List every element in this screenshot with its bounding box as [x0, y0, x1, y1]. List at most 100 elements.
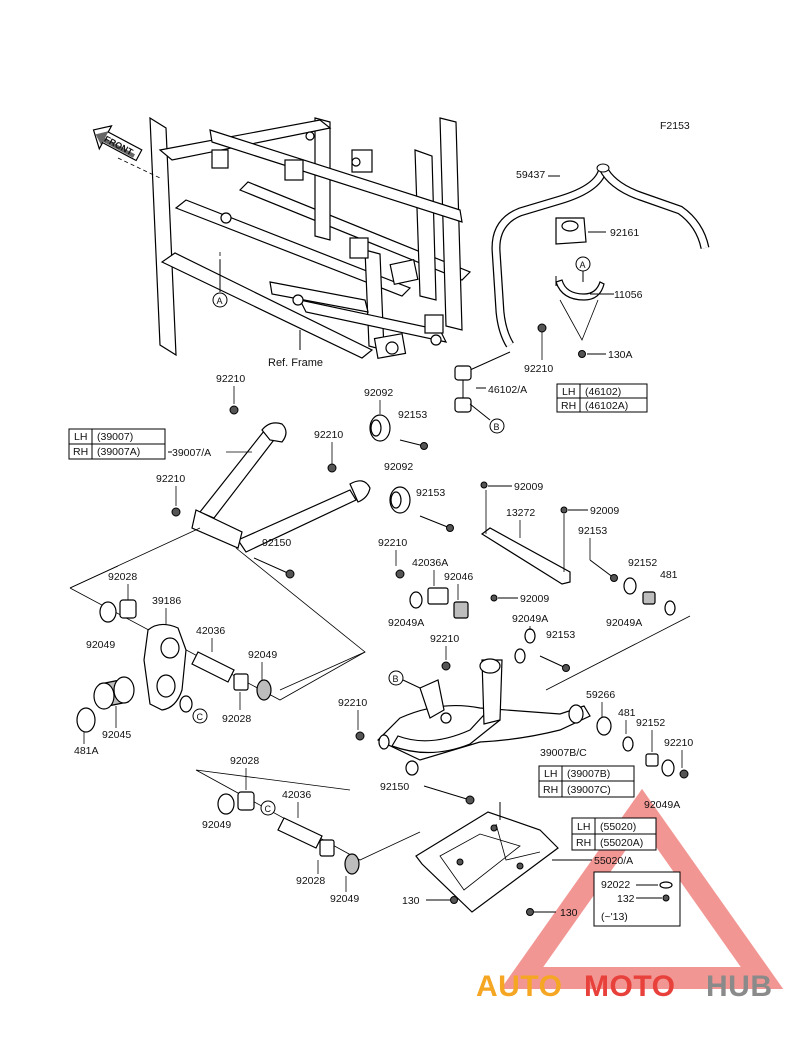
table-46102-rh-label: RH — [561, 400, 576, 412]
part-92045: 92045 — [102, 729, 131, 741]
table-46102-lh-value: (46102) — [585, 386, 621, 398]
knuckle-39186 — [143, 623, 193, 713]
part-55020A: 55020/A — [594, 855, 633, 867]
part-92028-a: 92028 — [108, 571, 137, 583]
part-42036A: 42036A — [412, 557, 448, 569]
table-39007B-lh-label: LH — [544, 768, 557, 780]
part-92153-d: 92153 — [546, 629, 575, 641]
part-92049-c: 92049 — [202, 819, 231, 831]
part-92210-upper-c: 92210 — [314, 429, 343, 441]
table-46102-lh-label: LH — [562, 386, 575, 398]
part-92150-a: 92150 — [262, 537, 291, 549]
part-39186: 39186 — [152, 595, 181, 607]
link-rod-46102 — [454, 351, 511, 421]
part-92049-a: 92049 — [86, 639, 115, 651]
table-39007-lh-value: (39007) — [97, 431, 133, 443]
part-92092-a: 92092 — [364, 387, 393, 399]
callout-b-rod: B — [494, 422, 500, 432]
part-92009-c: 92009 — [520, 593, 549, 605]
table-39007-rh-value: (39007A) — [97, 446, 140, 458]
table-46102: LH (46102) RH (46102A) — [556, 383, 648, 413]
part-92049A-a: 92049A — [606, 617, 642, 629]
upper-a-arm — [191, 422, 371, 553]
callout-b-arm: B — [393, 674, 399, 684]
bearing-92045 — [93, 676, 135, 710]
part-130-b: 130 — [560, 907, 578, 919]
lower-a-arm — [376, 658, 591, 776]
part-92049A-c-upper: 92049A — [512, 613, 548, 625]
part-92153-c: 92153 — [578, 525, 607, 537]
part-92210-mid-f: 92210 — [430, 633, 459, 645]
part-92046: 92046 — [444, 571, 473, 583]
table-39007-rh-label: RH — [73, 446, 88, 458]
part-92049A-b: 92049A — [388, 617, 424, 629]
watermark-part1: AUTO — [476, 970, 562, 1003]
callout-a-bracket: A — [580, 260, 586, 270]
front-arrow-icon: FRONT — [92, 125, 143, 162]
bushing-92092-a — [369, 414, 391, 442]
watermark-part2: MOTO — [584, 970, 675, 1003]
part-92153-b: 92153 — [416, 487, 445, 499]
part-92049-d: 92049 — [330, 893, 359, 905]
part-130-a: 130 — [402, 895, 420, 907]
table-55020-rh-value: (55020A) — [600, 837, 643, 849]
part-92049A-c: 92049A — [644, 799, 680, 811]
bushing-92161 — [555, 217, 587, 245]
part-11056: 11056 — [614, 289, 643, 301]
watermark-part3: HUB — [706, 970, 773, 1003]
bracket-11056 — [555, 276, 605, 301]
part-92092-b: 92092 — [384, 461, 413, 473]
part-59437: 59437 — [516, 169, 545, 181]
part-92152-a: 92152 — [628, 557, 657, 569]
part-130A: 130A — [608, 349, 633, 361]
table-55020-rh-label: RH — [576, 837, 591, 849]
year-note: (~'13) — [601, 911, 628, 923]
inset-box: 92022 132 (~'13) — [593, 871, 681, 927]
figure-code: F2153 — [660, 120, 690, 132]
part-92153-a: 92153 — [398, 409, 427, 421]
ref-frame-label: Ref. Frame — [268, 357, 323, 369]
part-46102A: 46102/A — [488, 384, 527, 396]
table-55020-lh-label: LH — [577, 821, 590, 833]
callout-c-lower: C — [265, 804, 272, 814]
part-92161: 92161 — [610, 227, 639, 239]
table-46102-rh-value: (46102A) — [585, 400, 628, 412]
callout-a-frame: A — [212, 260, 228, 308]
part-92210-lower-g: 92210 — [338, 697, 367, 709]
table-39007B-lh-value: (39007B) — [567, 768, 610, 780]
part-481-b: 481 — [618, 707, 636, 719]
part-92210-upper-a: 92210 — [216, 373, 245, 385]
part-92009-a: 92009 — [514, 481, 543, 493]
part-39007BC: 39007B/C — [540, 747, 587, 759]
callout-a-letter: A — [217, 296, 223, 306]
watermark-logo — [500, 788, 784, 989]
table-39007B-rh-value: (39007C) — [567, 784, 611, 796]
part-481-a: 481 — [660, 569, 678, 581]
stabilizer-bar — [491, 163, 710, 348]
part-92009-b: 92009 — [590, 505, 619, 517]
part-92028-d: 92028 — [296, 875, 325, 887]
part-42036-a: 42036 — [196, 625, 225, 637]
table-55020-lh-value: (55020) — [600, 821, 636, 833]
watermark-text: AUTO MOTO HUB — [476, 970, 773, 1003]
part-481A: 481A — [74, 745, 99, 757]
callout-c-knuckle: C — [197, 712, 204, 722]
table-55020: LH (55020) RH (55020A) — [571, 817, 657, 851]
bushing-92092-b — [389, 486, 411, 514]
part-92028-b: 92028 — [222, 713, 251, 725]
skid-plate — [415, 811, 559, 913]
table-39007B: LH (39007B) RH (39007C) — [538, 765, 635, 798]
part-132: 132 — [617, 893, 635, 905]
part-92210-bar: 92210 — [524, 363, 553, 375]
part-92150-b: 92150 — [380, 781, 409, 793]
part-92022: 92022 — [601, 879, 630, 891]
part-92210-mid-e: 92210 — [378, 537, 407, 549]
table-39007: LH (39007) RH (39007A) — [68, 428, 166, 460]
frame-assembly — [117, 116, 472, 359]
table-39007-lh-label: LH — [74, 431, 87, 443]
part-92210-upper-d: 92210 — [156, 473, 185, 485]
part-92028-c: 92028 — [230, 755, 259, 767]
part-92210-lower-h: 92210 — [664, 737, 693, 749]
table-39007B-rh-label: RH — [543, 784, 558, 796]
part-39007A: 39007/A — [172, 447, 211, 459]
